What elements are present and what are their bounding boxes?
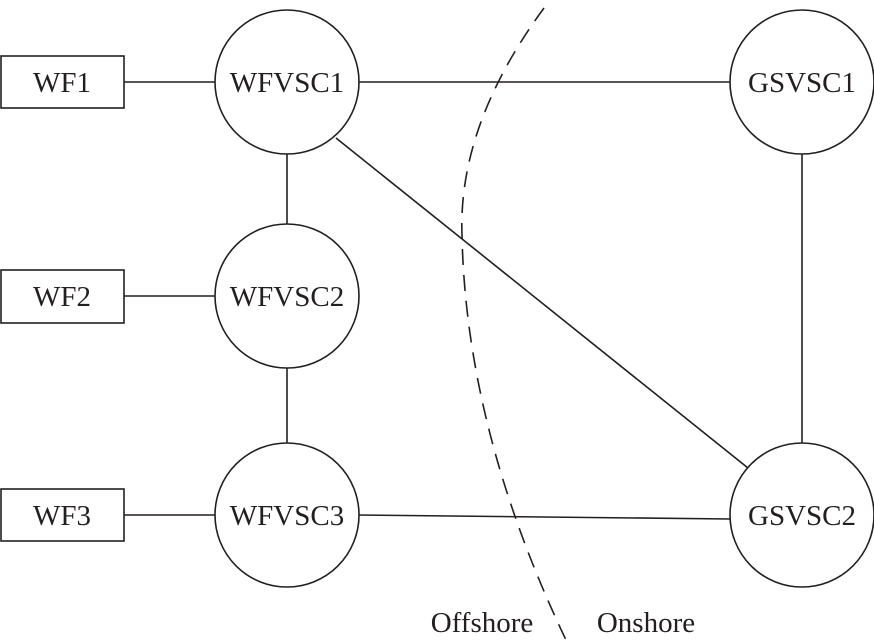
wind-farm-wf1: WF1 [0, 55, 125, 109]
onshore-label: Onshore [597, 607, 695, 639]
wfvsc2-label: WFVSC2 [230, 281, 344, 313]
wfvsc1-label: WFVSC1 [230, 67, 344, 99]
converter-wfvsc3: WFVSC3 [214, 442, 360, 588]
wf2-box [0, 269, 125, 324]
wf1-box [0, 55, 125, 109]
converter-gsvsc1: GSVSC1 [729, 9, 874, 155]
offshore-onshore-boundary [461, 7, 567, 641]
link-wfvsc3-gsvsc2 [357, 514, 731, 520]
gsvsc2-circle [729, 442, 874, 588]
gsvsc2-label: GSVSC2 [748, 500, 856, 532]
wfvsc3-label: WFVSC3 [230, 500, 344, 532]
offshore-label: Offshore [431, 607, 534, 639]
converter-wfvsc1: WFVSC1 [214, 9, 360, 155]
wfvsc1-circle [214, 9, 360, 155]
wf3-box [0, 488, 125, 542]
wf1-label: WF1 [33, 67, 91, 99]
wfvsc2-circle [214, 223, 360, 369]
converter-gsvsc2: GSVSC2 [729, 442, 874, 588]
wind-farm-wf3: WF3 [0, 488, 125, 542]
wf2-label: WF2 [33, 281, 91, 313]
wf3-label: WF3 [33, 500, 91, 532]
wfvsc3-circle [214, 442, 360, 588]
gsvsc1-label: GSVSC1 [748, 67, 856, 99]
converter-wfvsc2: WFVSC2 [214, 223, 360, 369]
gsvsc1-circle [729, 9, 874, 155]
link-wfvsc1-gsvsc2 [335, 137, 749, 469]
wind-farm-wf2: WF2 [0, 269, 125, 324]
